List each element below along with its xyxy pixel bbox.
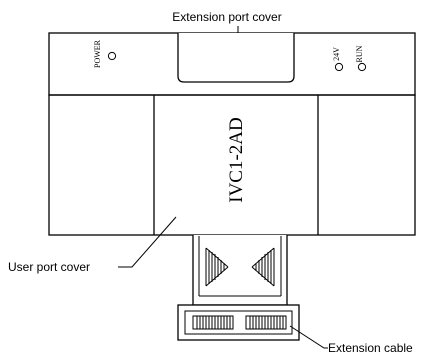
cable-taper-left (205, 247, 229, 287)
cable-connector (177, 304, 300, 341)
run-indicator: RUN (355, 45, 367, 72)
leader-extension-cable (289, 325, 328, 349)
power-indicator: POWER (93, 39, 117, 68)
run-indicator-label: RUN (355, 45, 364, 62)
label-extension-port-cover: Extension port cover (172, 10, 281, 24)
model-name: IVC1-2AD (226, 117, 247, 203)
label-extension-cable: Extension cable (328, 341, 413, 355)
cable-taper-right (251, 247, 275, 287)
v24-indicator: 24V (332, 47, 344, 72)
run-led-icon (357, 62, 367, 72)
extension-port-cover (177, 33, 295, 83)
power-led-icon (107, 51, 117, 61)
v24-indicator-label: 24V (332, 47, 341, 61)
label-user-port-cover: User port cover (8, 260, 90, 274)
v24-led-icon (334, 62, 344, 72)
power-indicator-label: POWER (93, 39, 102, 68)
leader-user-port-cover (118, 216, 177, 268)
extension-cable (192, 235, 288, 306)
cable-ribbon-body (192, 235, 288, 306)
connector-pins (196, 316, 284, 329)
